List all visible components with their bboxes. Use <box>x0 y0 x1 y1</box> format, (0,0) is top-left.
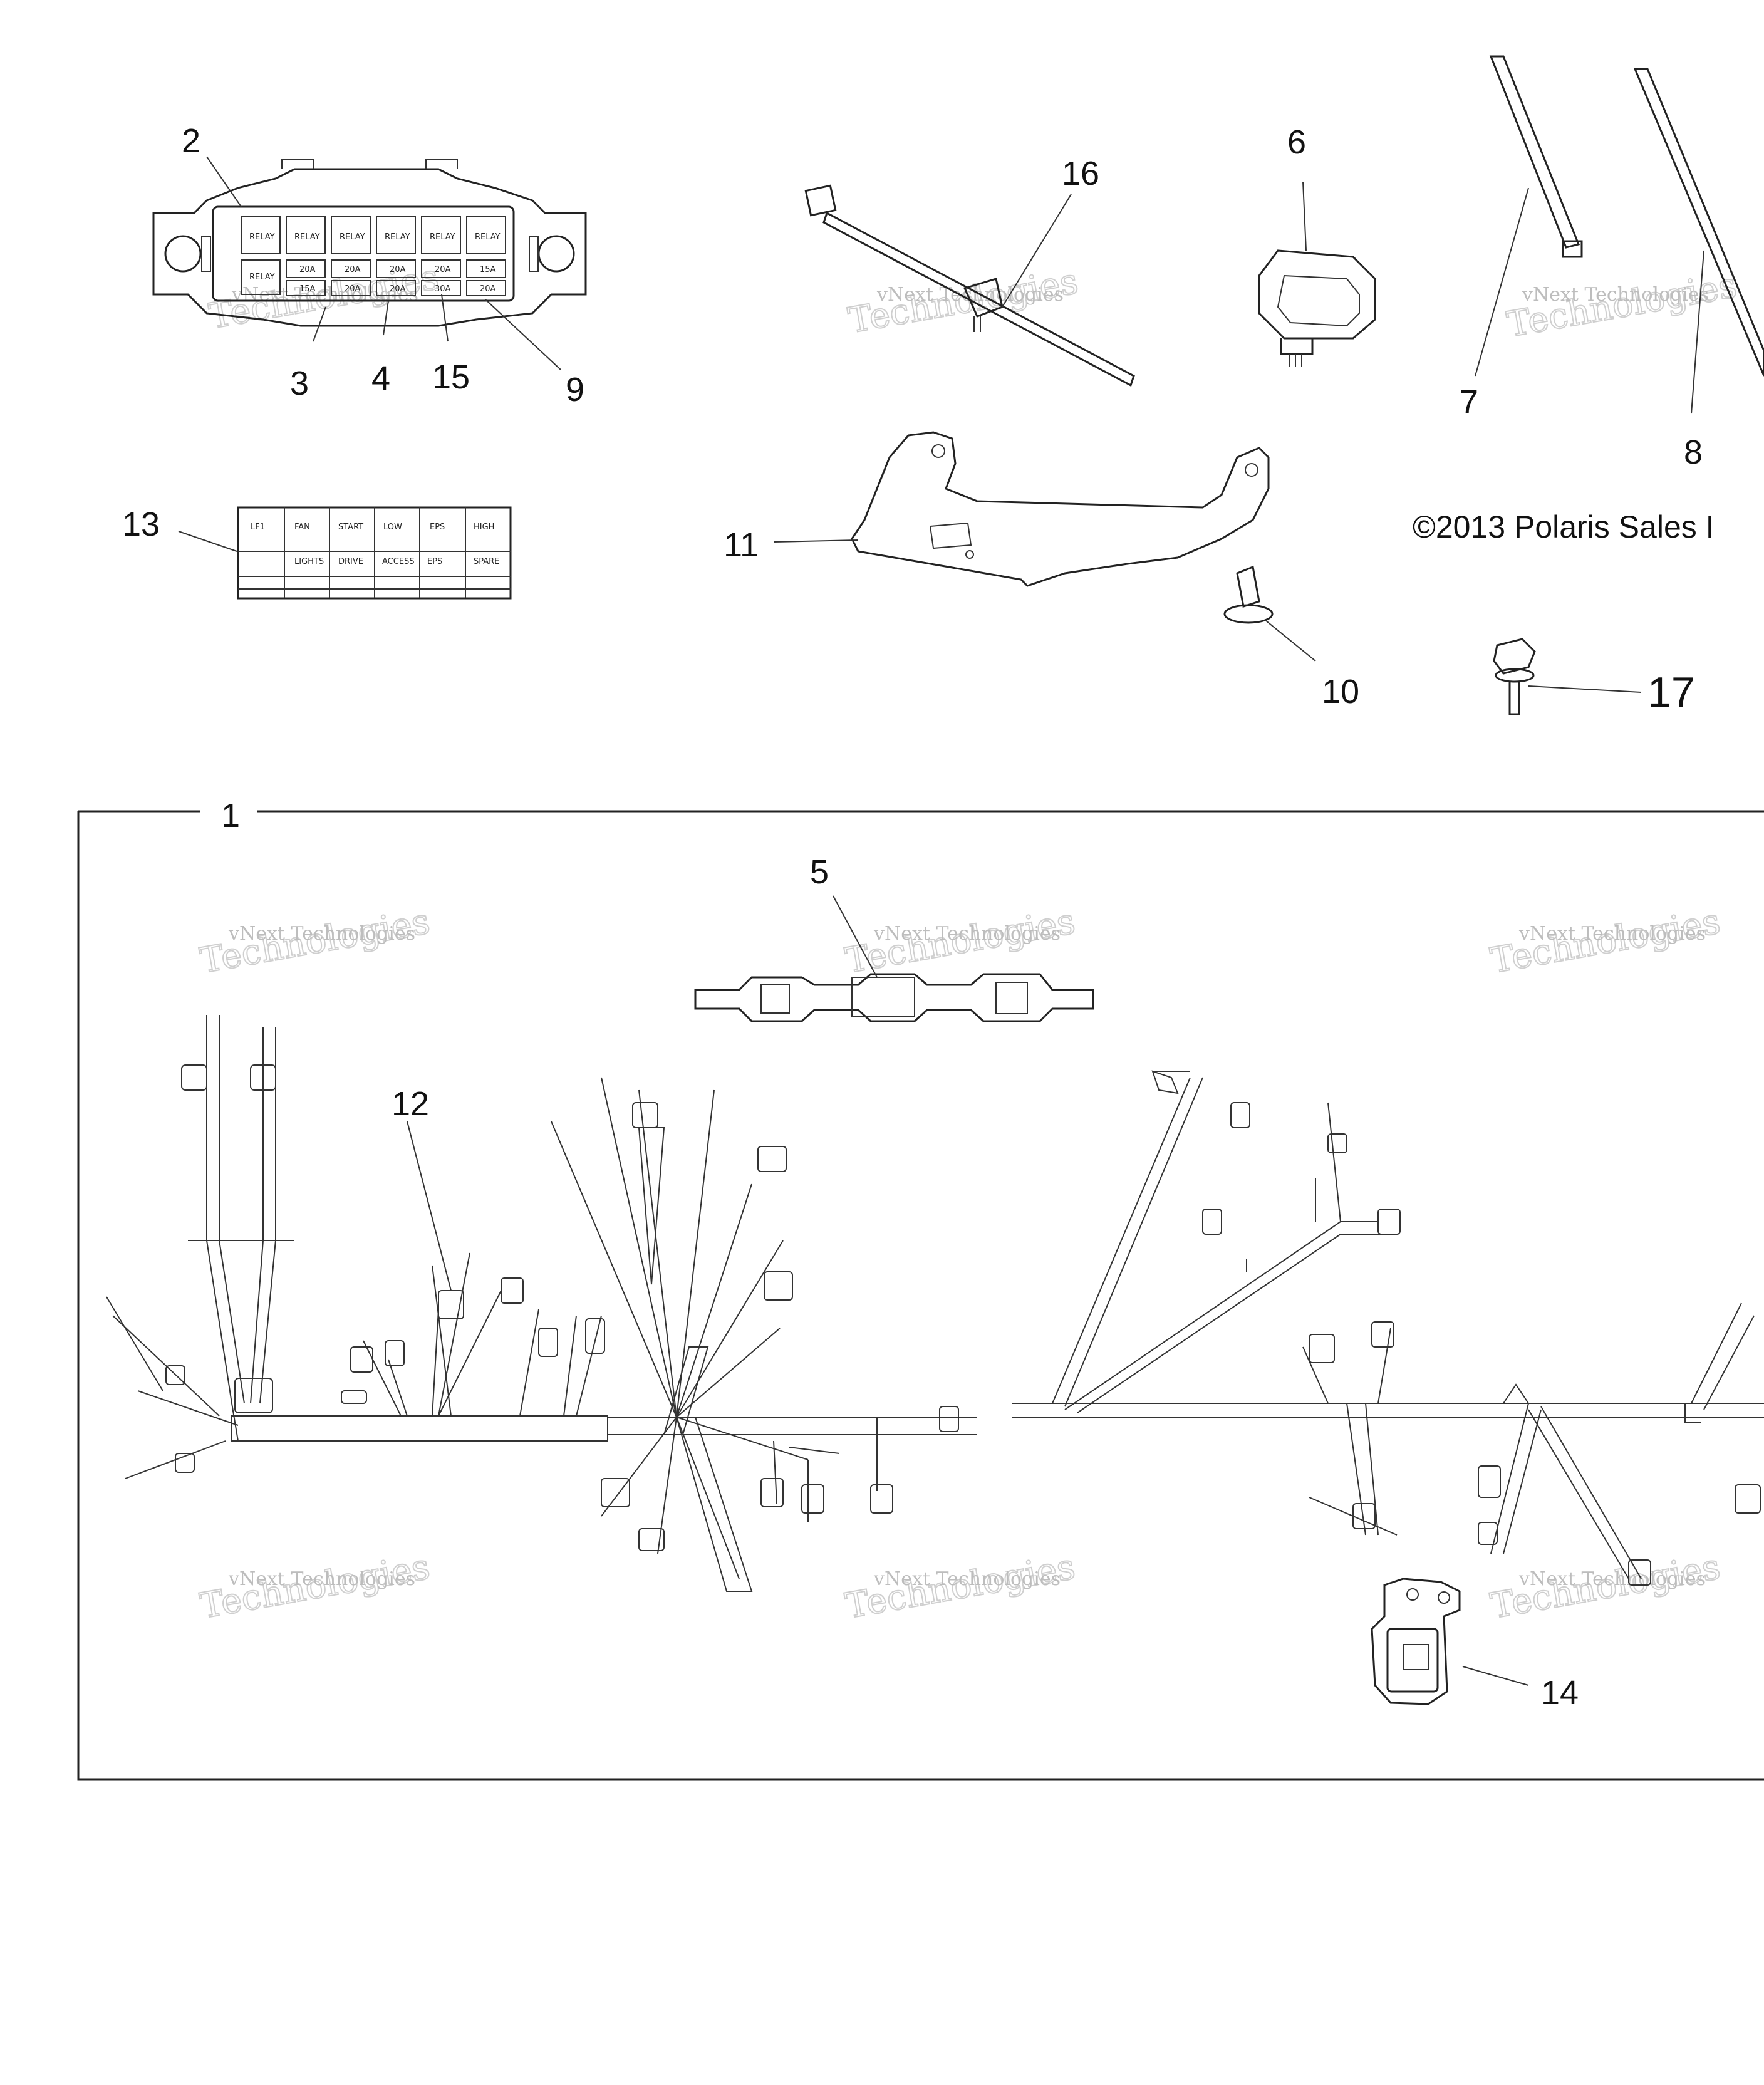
callout-12-leader <box>407 1121 452 1291</box>
bracket-part-11 <box>773 431 1270 587</box>
callout-9: 9 <box>566 371 584 408</box>
copyright-notice: ©2013 Polaris Sales I <box>1413 509 1715 544</box>
connector-part-6 <box>1258 181 1376 367</box>
svg-text:RELAY: RELAY <box>249 273 275 282</box>
inline-connector-part-5 <box>694 895 1094 1022</box>
callout-10: 10 <box>1322 673 1359 710</box>
svg-text:DRIVE: DRIVE <box>338 557 363 566</box>
callout-1: 1 <box>221 797 240 835</box>
svg-text:LIGHTS: LIGHTS <box>294 557 324 566</box>
svg-text:20A: 20A <box>345 284 361 294</box>
watermarks: Technologies vNext Technologies Technolo… <box>197 256 1741 1628</box>
svg-text:ACCESS: ACCESS <box>382 557 415 566</box>
watermark-small: vNext Technologies <box>1522 284 1709 306</box>
harness-tag-part-14 <box>1371 1578 1529 1705</box>
callout-11: 11 <box>724 526 759 564</box>
callout-numbers: 2 3 4 15 9 13 16 6 7 8 11 10 17 1 5 12 1… <box>122 122 1703 1712</box>
svg-text:LOW: LOW <box>383 523 402 532</box>
cable-tie-mount <box>804 184 1135 387</box>
callout-2: 2 <box>182 122 200 160</box>
watermark-small: vNext Technologies <box>1518 923 1706 945</box>
svg-text:HIGH: HIGH <box>474 523 494 532</box>
fuse-label-decal: LF1 FAN START LOW EPS HIGH LIGHTS DRIVE ACCESS… <box>178 506 512 600</box>
svg-text:RELAY: RELAY <box>249 232 275 242</box>
callout-3: 3 <box>290 365 309 402</box>
svg-text:RELAY: RELAY <box>475 232 501 242</box>
callout-4: 4 <box>371 360 390 397</box>
callout-13: 13 <box>122 506 160 543</box>
svg-text:SPARE: SPARE <box>474 557 499 566</box>
svg-text:20A: 20A <box>390 265 406 274</box>
svg-text:START: START <box>338 523 363 532</box>
callout-8: 8 <box>1684 434 1703 471</box>
callout-14: 14 <box>1541 1674 1579 1712</box>
svg-text:LF1: LF1 <box>251 523 265 532</box>
callout-17: 17 <box>1647 668 1695 716</box>
callout-12: 12 <box>392 1085 429 1123</box>
svg-text:FAN: FAN <box>294 523 310 532</box>
wiring-harness-right <box>1012 1070 1764 1586</box>
svg-text:EPS: EPS <box>427 557 442 566</box>
callout-15: 15 <box>432 358 470 396</box>
watermark-small: vNext Technologies <box>873 923 1061 945</box>
svg-text:20A: 20A <box>345 265 361 274</box>
svg-text:15A: 15A <box>299 284 316 294</box>
strap-part-7 <box>1475 55 1583 377</box>
watermark-small: vNext Technologies <box>1518 1568 1706 1590</box>
svg-text:20A: 20A <box>390 284 406 294</box>
svg-text:20A: 20A <box>435 265 451 274</box>
callout-16: 16 <box>1062 155 1099 192</box>
callout-7: 7 <box>1460 383 1478 421</box>
watermark-small: vNext Technologies <box>873 1568 1061 1590</box>
svg-text:EPS: EPS <box>430 523 445 532</box>
strap-part-8 <box>1633 68 1764 414</box>
harness-assembly-frame <box>77 810 1764 1781</box>
wiring-harness-left <box>106 1015 977 1592</box>
watermark-small: vNext Technologies <box>228 923 415 945</box>
svg-text:20A: 20A <box>480 284 496 294</box>
svg-text:RELAY: RELAY <box>340 232 365 242</box>
push-rivet <box>1223 565 1316 662</box>
svg-text:RELAY: RELAY <box>385 232 410 242</box>
svg-text:RELAY: RELAY <box>430 232 455 242</box>
fuse-relay-box: RELAY RELAY RELAY RELAY RELAY RELAY RELAY 20… <box>152 156 587 370</box>
bolt-part-17 <box>1493 638 1642 715</box>
callout-5: 5 <box>810 853 829 891</box>
watermark-small: vNext Technologies <box>228 1568 415 1590</box>
svg-text:20A: 20A <box>299 265 316 274</box>
svg-text:RELAY: RELAY <box>294 232 320 242</box>
svg-text:15A: 15A <box>480 265 496 274</box>
callout-6: 6 <box>1287 123 1306 161</box>
svg-text:30A: 30A <box>435 284 451 294</box>
